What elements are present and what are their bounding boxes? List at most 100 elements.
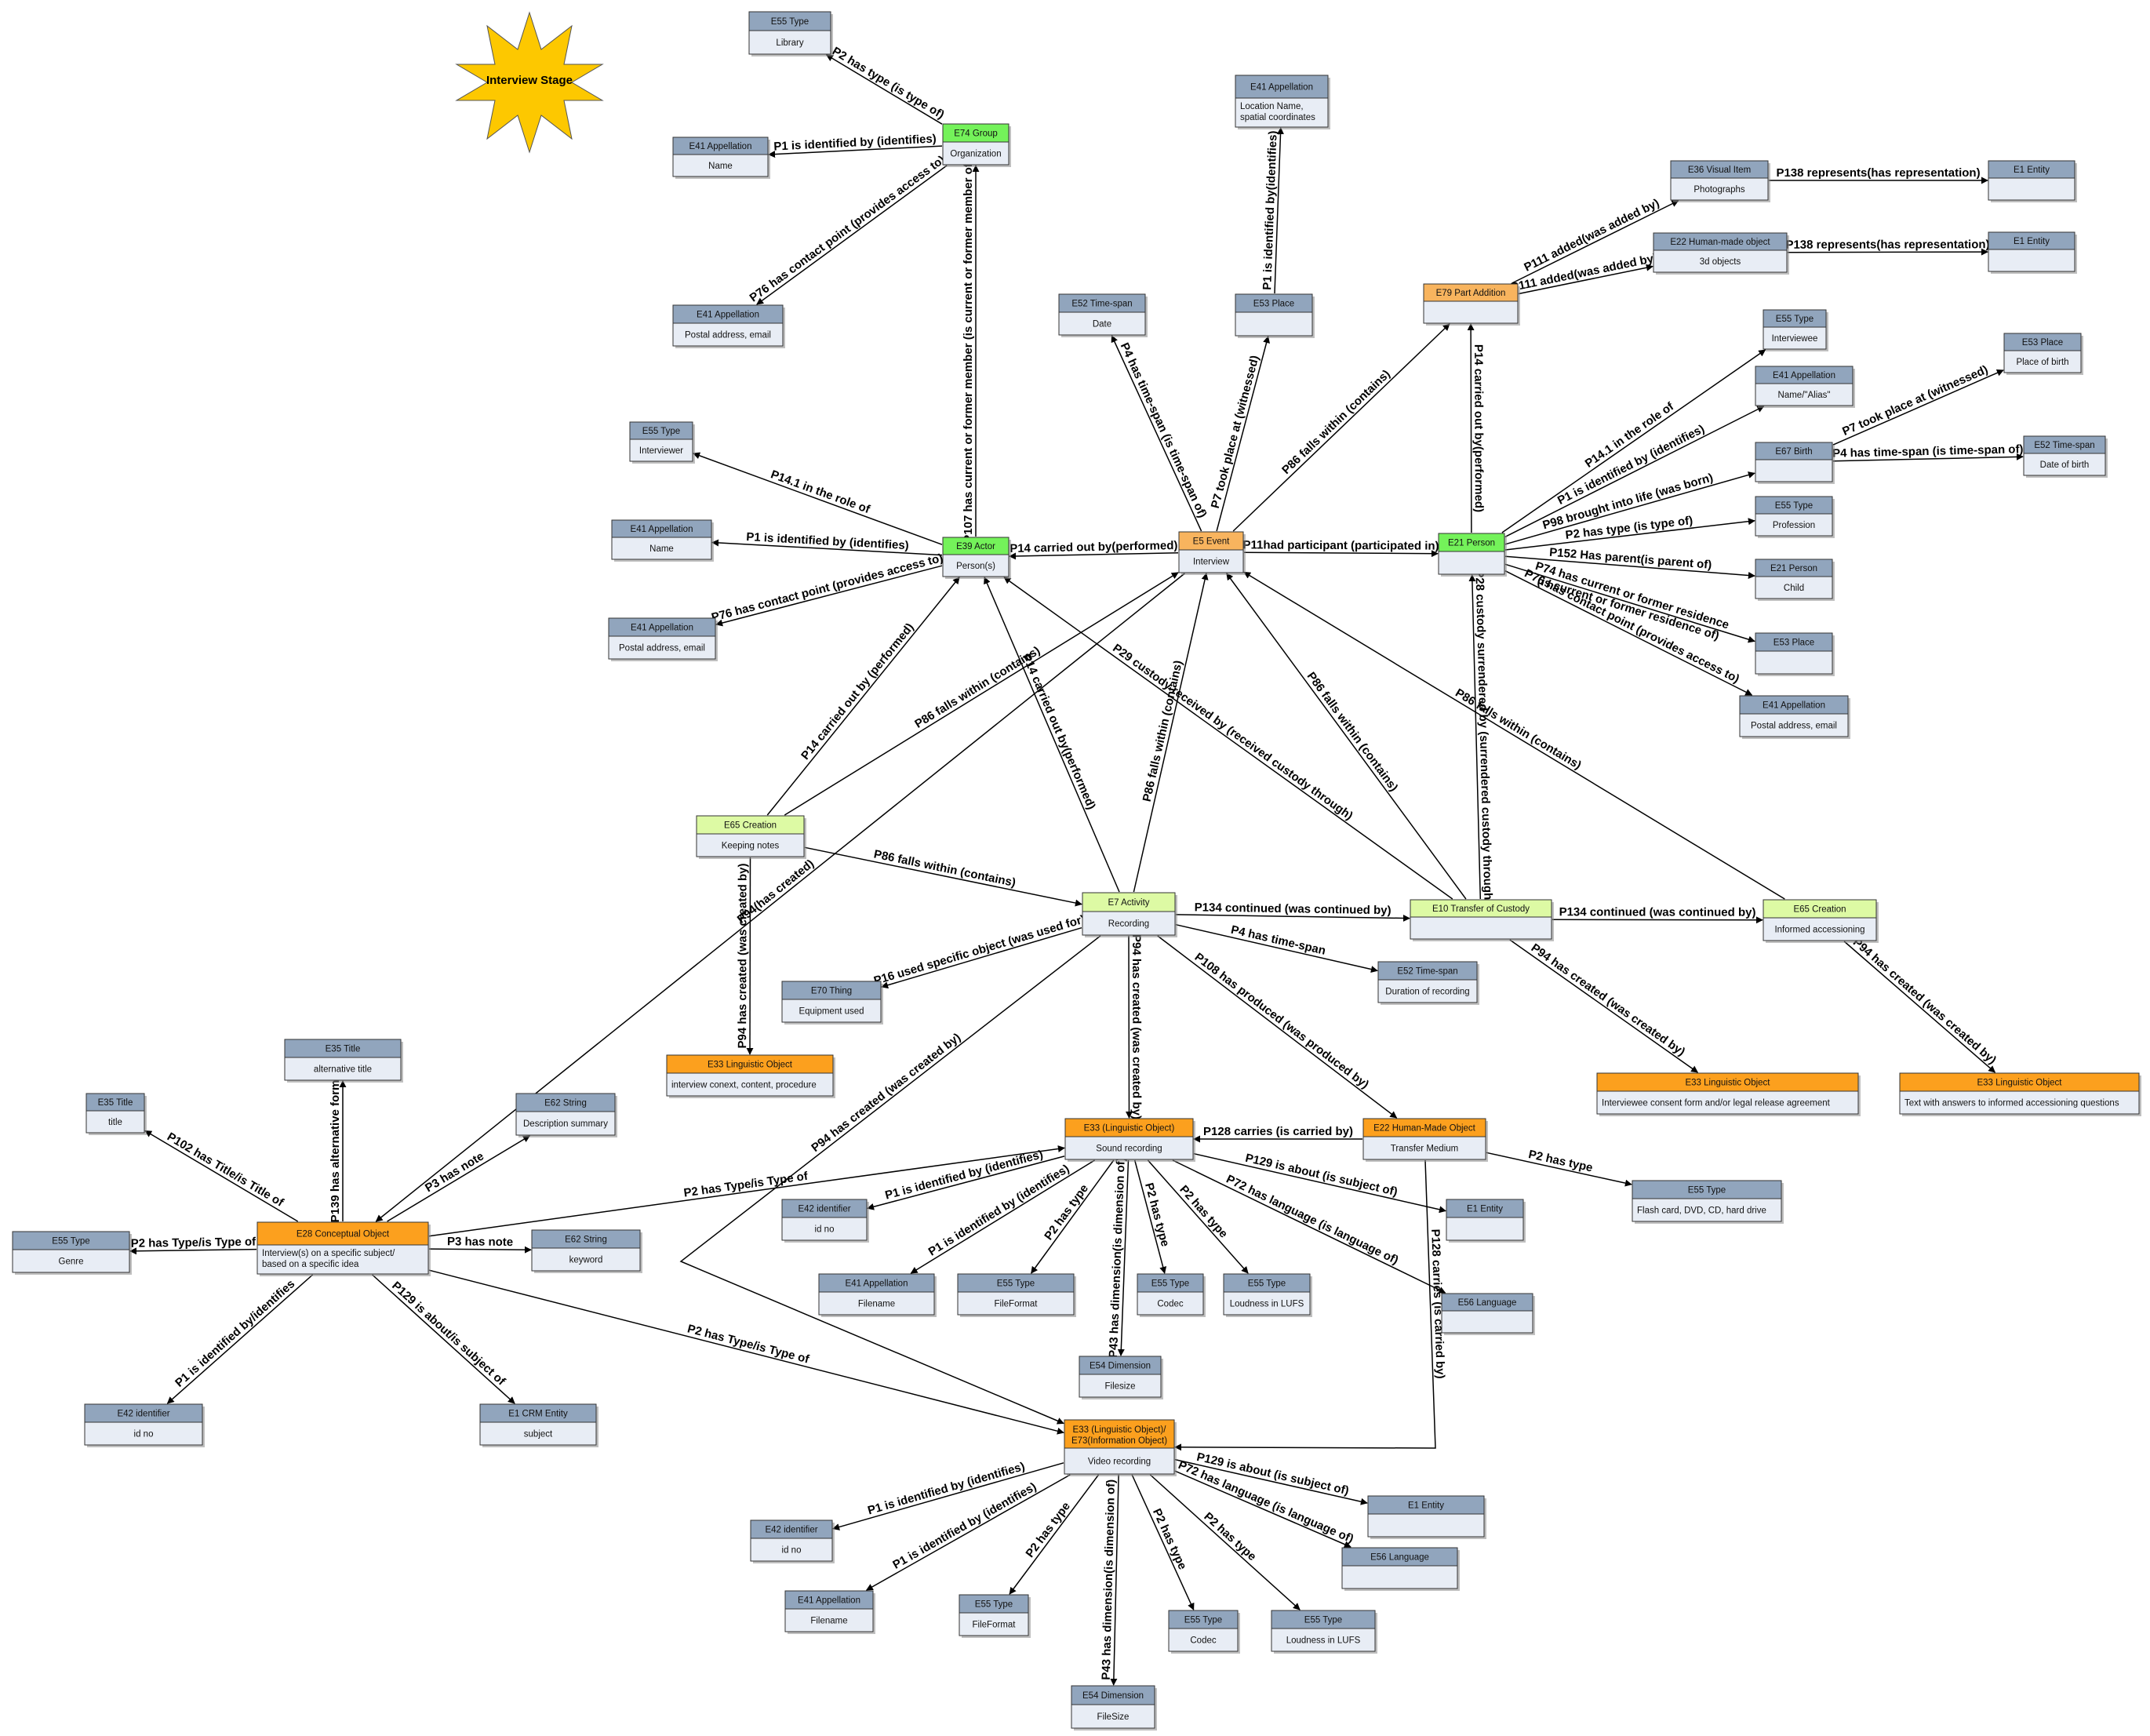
node-lang_sound[interactable]: E56 Language xyxy=(1441,1293,1535,1335)
edge-label: P4 has time-span (is time-span of) xyxy=(1832,442,2024,460)
node-class-label: E41 Appellation xyxy=(689,142,752,151)
node-place_e53[interactable]: E53 Place xyxy=(1235,293,1315,338)
node-entity_sound[interactable]: E1 Entity xyxy=(1446,1199,1526,1243)
node-value-label: Genre xyxy=(59,1257,84,1267)
node-entity_video[interactable]: E1 Entity xyxy=(1367,1495,1486,1539)
edge-group-to-type_library xyxy=(825,54,943,125)
node-transfer[interactable]: E10 Transfer of Custody xyxy=(1410,899,1554,941)
node-class-label: E65 Creation xyxy=(1793,905,1846,915)
edge-label: P2 has type xyxy=(1150,1507,1189,1572)
node-entity_1[interactable]: E1 Entity xyxy=(1988,160,2077,202)
edge-sound-to-entity_sound xyxy=(1193,1152,1446,1214)
node-video[interactable]: E33 (Linguistic Object)/E73(Information … xyxy=(1064,1419,1177,1476)
node-value-label: subject xyxy=(524,1430,553,1439)
edges-layer xyxy=(129,54,2024,1686)
edge-label: P94 has created (was created by) xyxy=(1130,934,1143,1119)
node-header xyxy=(256,1221,429,1246)
node-header xyxy=(1755,366,1854,384)
node-birth[interactable]: E67 Birth xyxy=(1755,442,1835,484)
edge-actor-to-app_postal_a xyxy=(715,565,943,627)
node-value-label: Duration of recording xyxy=(1385,988,1469,997)
node-value-label: Loudness in LUFS xyxy=(1230,1300,1304,1309)
edge-label-group: P134 continued (was continued by) xyxy=(1559,905,1756,919)
node-class-label: E56 Language xyxy=(1458,1298,1517,1308)
edge-label: P139 has alternative form xyxy=(329,1080,342,1223)
node-class-label: E41 Appellation xyxy=(1773,371,1835,380)
edge-label: P86 falls within (contains) xyxy=(1304,670,1401,795)
node-header xyxy=(1235,75,1329,99)
edge-sound-to-lang_sound xyxy=(1172,1159,1446,1294)
node-place_res[interactable]: E53 Place xyxy=(1755,632,1835,676)
node-part_addition[interactable]: E79 Part Addition xyxy=(1423,283,1520,326)
edge-label: P129 is about/is subject of xyxy=(389,1279,508,1388)
edge-transfer-to-actor xyxy=(1003,577,1453,900)
node-class-label: E1 Entity xyxy=(1408,1501,1444,1511)
edge-label-group: P11had participant (participated in) xyxy=(1242,538,1439,552)
node-person[interactable]: E21 Person xyxy=(1438,533,1507,577)
node-entity_2[interactable]: E1 Entity xyxy=(1988,231,2077,274)
node-sound[interactable]: E33 (Linguistic Object)Sound recording xyxy=(1064,1118,1195,1162)
edge-label: P128 carries (is carried by) xyxy=(1428,1228,1447,1378)
edge-label-group: P14.1 in the role of xyxy=(769,468,872,516)
edge-label: P138 represents(has representation) xyxy=(1776,166,1980,180)
node-class-label: E1 Entity xyxy=(2014,237,2050,246)
node-header xyxy=(1653,232,1788,251)
node-header xyxy=(629,421,693,440)
node-header xyxy=(1755,442,1833,460)
node-header xyxy=(1341,1547,1458,1567)
node-header xyxy=(85,1093,145,1112)
node-lang_video[interactable]: E56 Language xyxy=(1341,1547,1460,1591)
edge-label-group: P4 has time-span (is time-span of) xyxy=(1118,340,1210,519)
